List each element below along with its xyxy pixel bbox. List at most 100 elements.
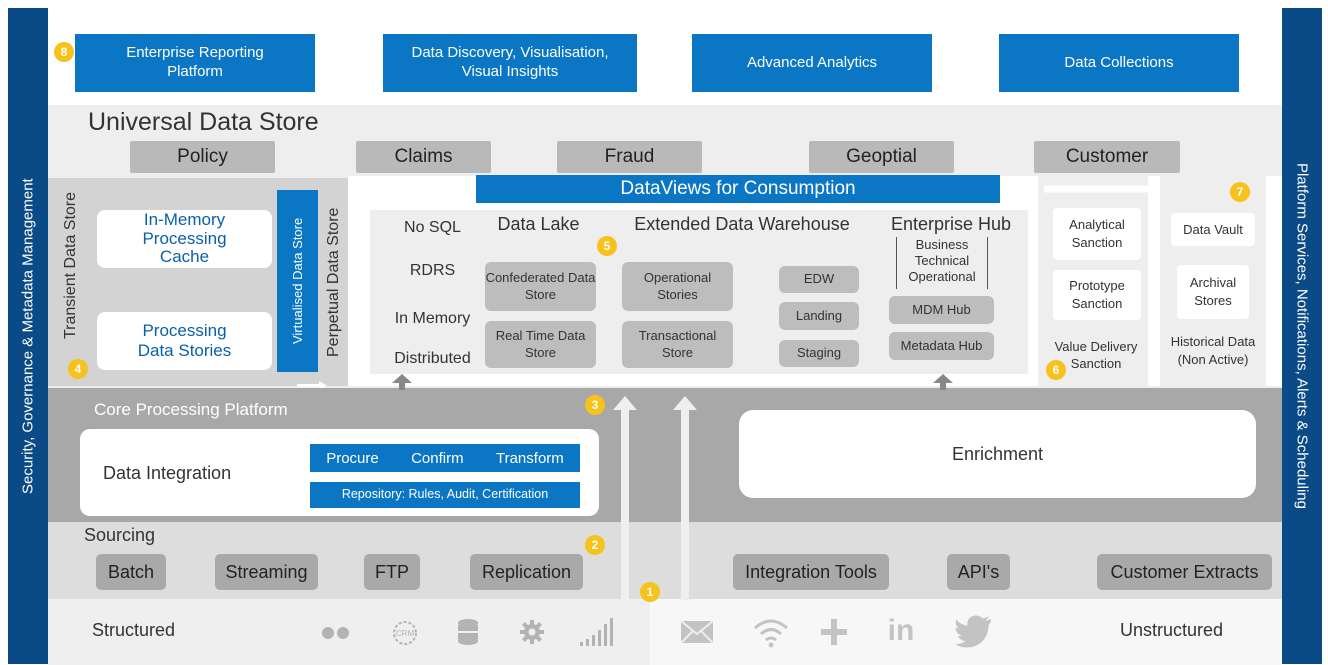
right-sidebar: Platform Services, Notifications, Alerts… xyxy=(1282,8,1322,664)
source-replication[interactable]: Replication xyxy=(470,554,583,590)
operational-stories[interactable]: Operational Stories xyxy=(622,262,733,311)
advanced-analytics-button[interactable]: Advanced Analytics xyxy=(692,34,932,92)
source-integration-tools[interactable]: Integration Tools xyxy=(733,554,889,590)
unstructured-label: Unstructured xyxy=(1120,620,1224,640)
data-collections-button[interactable]: Data Collections xyxy=(999,34,1239,92)
up-arrow-left xyxy=(613,396,637,600)
left-sidebar-label: Security, Governance & Metadata Manageme… xyxy=(19,178,37,494)
archival-stores-label: Archival Stores xyxy=(1189,275,1237,308)
plus-icon xyxy=(818,616,850,648)
prototype-sanction[interactable]: Prototype Sanction xyxy=(1053,270,1141,320)
tab-policy[interactable]: Policy xyxy=(130,141,275,173)
right-sidebar-label: Platform Services, Notifications, Alerts… xyxy=(1293,163,1311,509)
mail-icon xyxy=(680,620,714,644)
transient-data-store-label: Transient Data Store xyxy=(58,180,84,350)
source-batch[interactable]: Batch xyxy=(96,554,166,590)
badge-5: 5 xyxy=(597,236,617,256)
historical-right-edge xyxy=(1266,176,1282,386)
source-customer-extracts[interactable]: Customer Extracts xyxy=(1097,554,1272,590)
value-delivery-sanction: Value Delivery Sanction xyxy=(1054,339,1138,371)
tab-fraud[interactable]: Fraud xyxy=(557,141,702,173)
step-procure: Procure xyxy=(326,449,379,467)
confederated-data-store[interactable]: Confederated Data Store xyxy=(485,262,596,311)
twitter-icon xyxy=(955,614,993,648)
mdm-hub[interactable]: MDM Hub xyxy=(889,296,994,324)
sanction-divider xyxy=(1148,176,1160,386)
landing-box[interactable]: Landing xyxy=(779,302,859,330)
perpetual-data-store-text: Perpetual Data Store xyxy=(325,207,342,358)
step-transform: Transform xyxy=(495,449,564,467)
badge-1: 1 xyxy=(640,582,660,602)
in-memory-cache-label: In-Memory Processing Cache xyxy=(142,209,227,267)
storage-in-memory: In Memory xyxy=(394,310,471,327)
edw-box[interactable]: EDW xyxy=(779,266,859,293)
prototype-sanction-label: Prototype Sanction xyxy=(1069,278,1125,311)
metadata-hub[interactable]: Metadata Hub xyxy=(889,332,994,360)
archival-stores[interactable]: Archival Stores xyxy=(1177,265,1249,319)
badge-2: 2 xyxy=(585,535,605,555)
signal-icon xyxy=(578,616,614,648)
badge-3: 3 xyxy=(585,395,605,415)
core-title: Core Processing Platform xyxy=(94,400,288,419)
processing-data-stories-label: Processing Data Stories xyxy=(137,320,232,360)
uds-title: Universal Data Store xyxy=(88,108,319,136)
hub-business: Business xyxy=(915,237,969,252)
crm-icon: CRM xyxy=(390,618,420,648)
transient-data-store-text: Transient Data Store xyxy=(62,191,79,339)
data-vault[interactable]: Data Vault xyxy=(1171,213,1255,246)
hub-technical: Technical xyxy=(914,253,970,268)
hub-bracket: Business Technical Operational xyxy=(896,237,988,289)
structured-label: Structured xyxy=(92,620,176,640)
analytical-sanction-label: Analytical Sanction xyxy=(1069,217,1125,250)
in-memory-cache-card[interactable]: In-Memory Processing Cache xyxy=(97,210,272,268)
database-icon xyxy=(455,617,481,647)
up-arrow-hub xyxy=(933,374,953,390)
repository-bar[interactable]: Repository: Rules, Audit, Certification xyxy=(310,482,580,508)
virtualised-data-store-label: Virtualised Data Store xyxy=(290,217,305,345)
linkedin-icon: in xyxy=(884,614,918,648)
badge-8: 8 xyxy=(54,42,74,62)
left-sidebar: Security, Governance & Metadata Manageme… xyxy=(8,8,48,664)
staging-box[interactable]: Staging xyxy=(779,340,859,367)
step-confirm: Confirm xyxy=(411,449,464,467)
perpetual-data-store-label: Perpetual Data Store xyxy=(320,180,348,385)
source-ftp[interactable]: FTP xyxy=(364,554,420,590)
enrichment-card[interactable]: Enrichment xyxy=(739,410,1256,498)
gear-icon xyxy=(518,618,546,646)
virtualised-data-store: Virtualised Data Store xyxy=(277,190,318,372)
storage-nosql: No SQL xyxy=(404,219,461,236)
analytical-sanction[interactable]: Analytical Sanction xyxy=(1053,208,1141,260)
source-streaming[interactable]: Streaming xyxy=(215,554,318,590)
tab-geoptial[interactable]: Geoptial xyxy=(809,141,954,173)
enterprise-hub-title: Enterprise Hub xyxy=(890,213,1012,234)
badge-7: 7 xyxy=(1230,182,1250,202)
historical-data: Historical Data (Non Active) xyxy=(1170,334,1256,367)
data-lake-title: Data Lake xyxy=(497,213,580,234)
wifi-icon xyxy=(752,616,790,648)
enrichment-label: Enrichment xyxy=(951,443,1044,464)
dataviews-bar[interactable]: DataViews for Consumption xyxy=(476,175,1000,203)
small-right-arrow xyxy=(297,377,327,390)
edw-title: Extended Data Warehouse xyxy=(634,213,850,234)
tab-customer[interactable]: Customer xyxy=(1034,141,1180,173)
up-arrow-lake xyxy=(392,374,412,390)
data-integration-label: Data Integration xyxy=(103,463,232,483)
data-vault-label: Data Vault xyxy=(1183,222,1243,237)
enterprise-reporting-button[interactable]: Enterprise Reporting Platform xyxy=(75,34,315,92)
procure-bar[interactable]: Procure Confirm Transform xyxy=(310,444,580,472)
data-discovery-button[interactable]: Data Discovery, Visualisation, Visual In… xyxy=(383,34,637,92)
real-time-data-store[interactable]: Real Time Data Store xyxy=(485,321,596,368)
badge-6: 6 xyxy=(1046,360,1066,380)
storage-distributed: Distributed xyxy=(394,350,471,367)
crm-icon-text: CRM xyxy=(396,629,415,638)
dots-icon xyxy=(316,620,356,644)
source-apis[interactable]: API's xyxy=(947,554,1010,590)
linkedin-icon-text: in xyxy=(887,614,915,647)
processing-data-stories-card[interactable]: Processing Data Stories xyxy=(97,312,272,370)
storage-rdrs: RDRS xyxy=(409,262,456,279)
tab-claims[interactable]: Claims xyxy=(356,141,491,173)
up-arrow-right xyxy=(673,396,697,600)
hub-operational: Operational xyxy=(908,269,976,284)
transactional-store[interactable]: Transactional Store xyxy=(622,321,733,368)
sourcing-title: Sourcing xyxy=(84,525,156,545)
